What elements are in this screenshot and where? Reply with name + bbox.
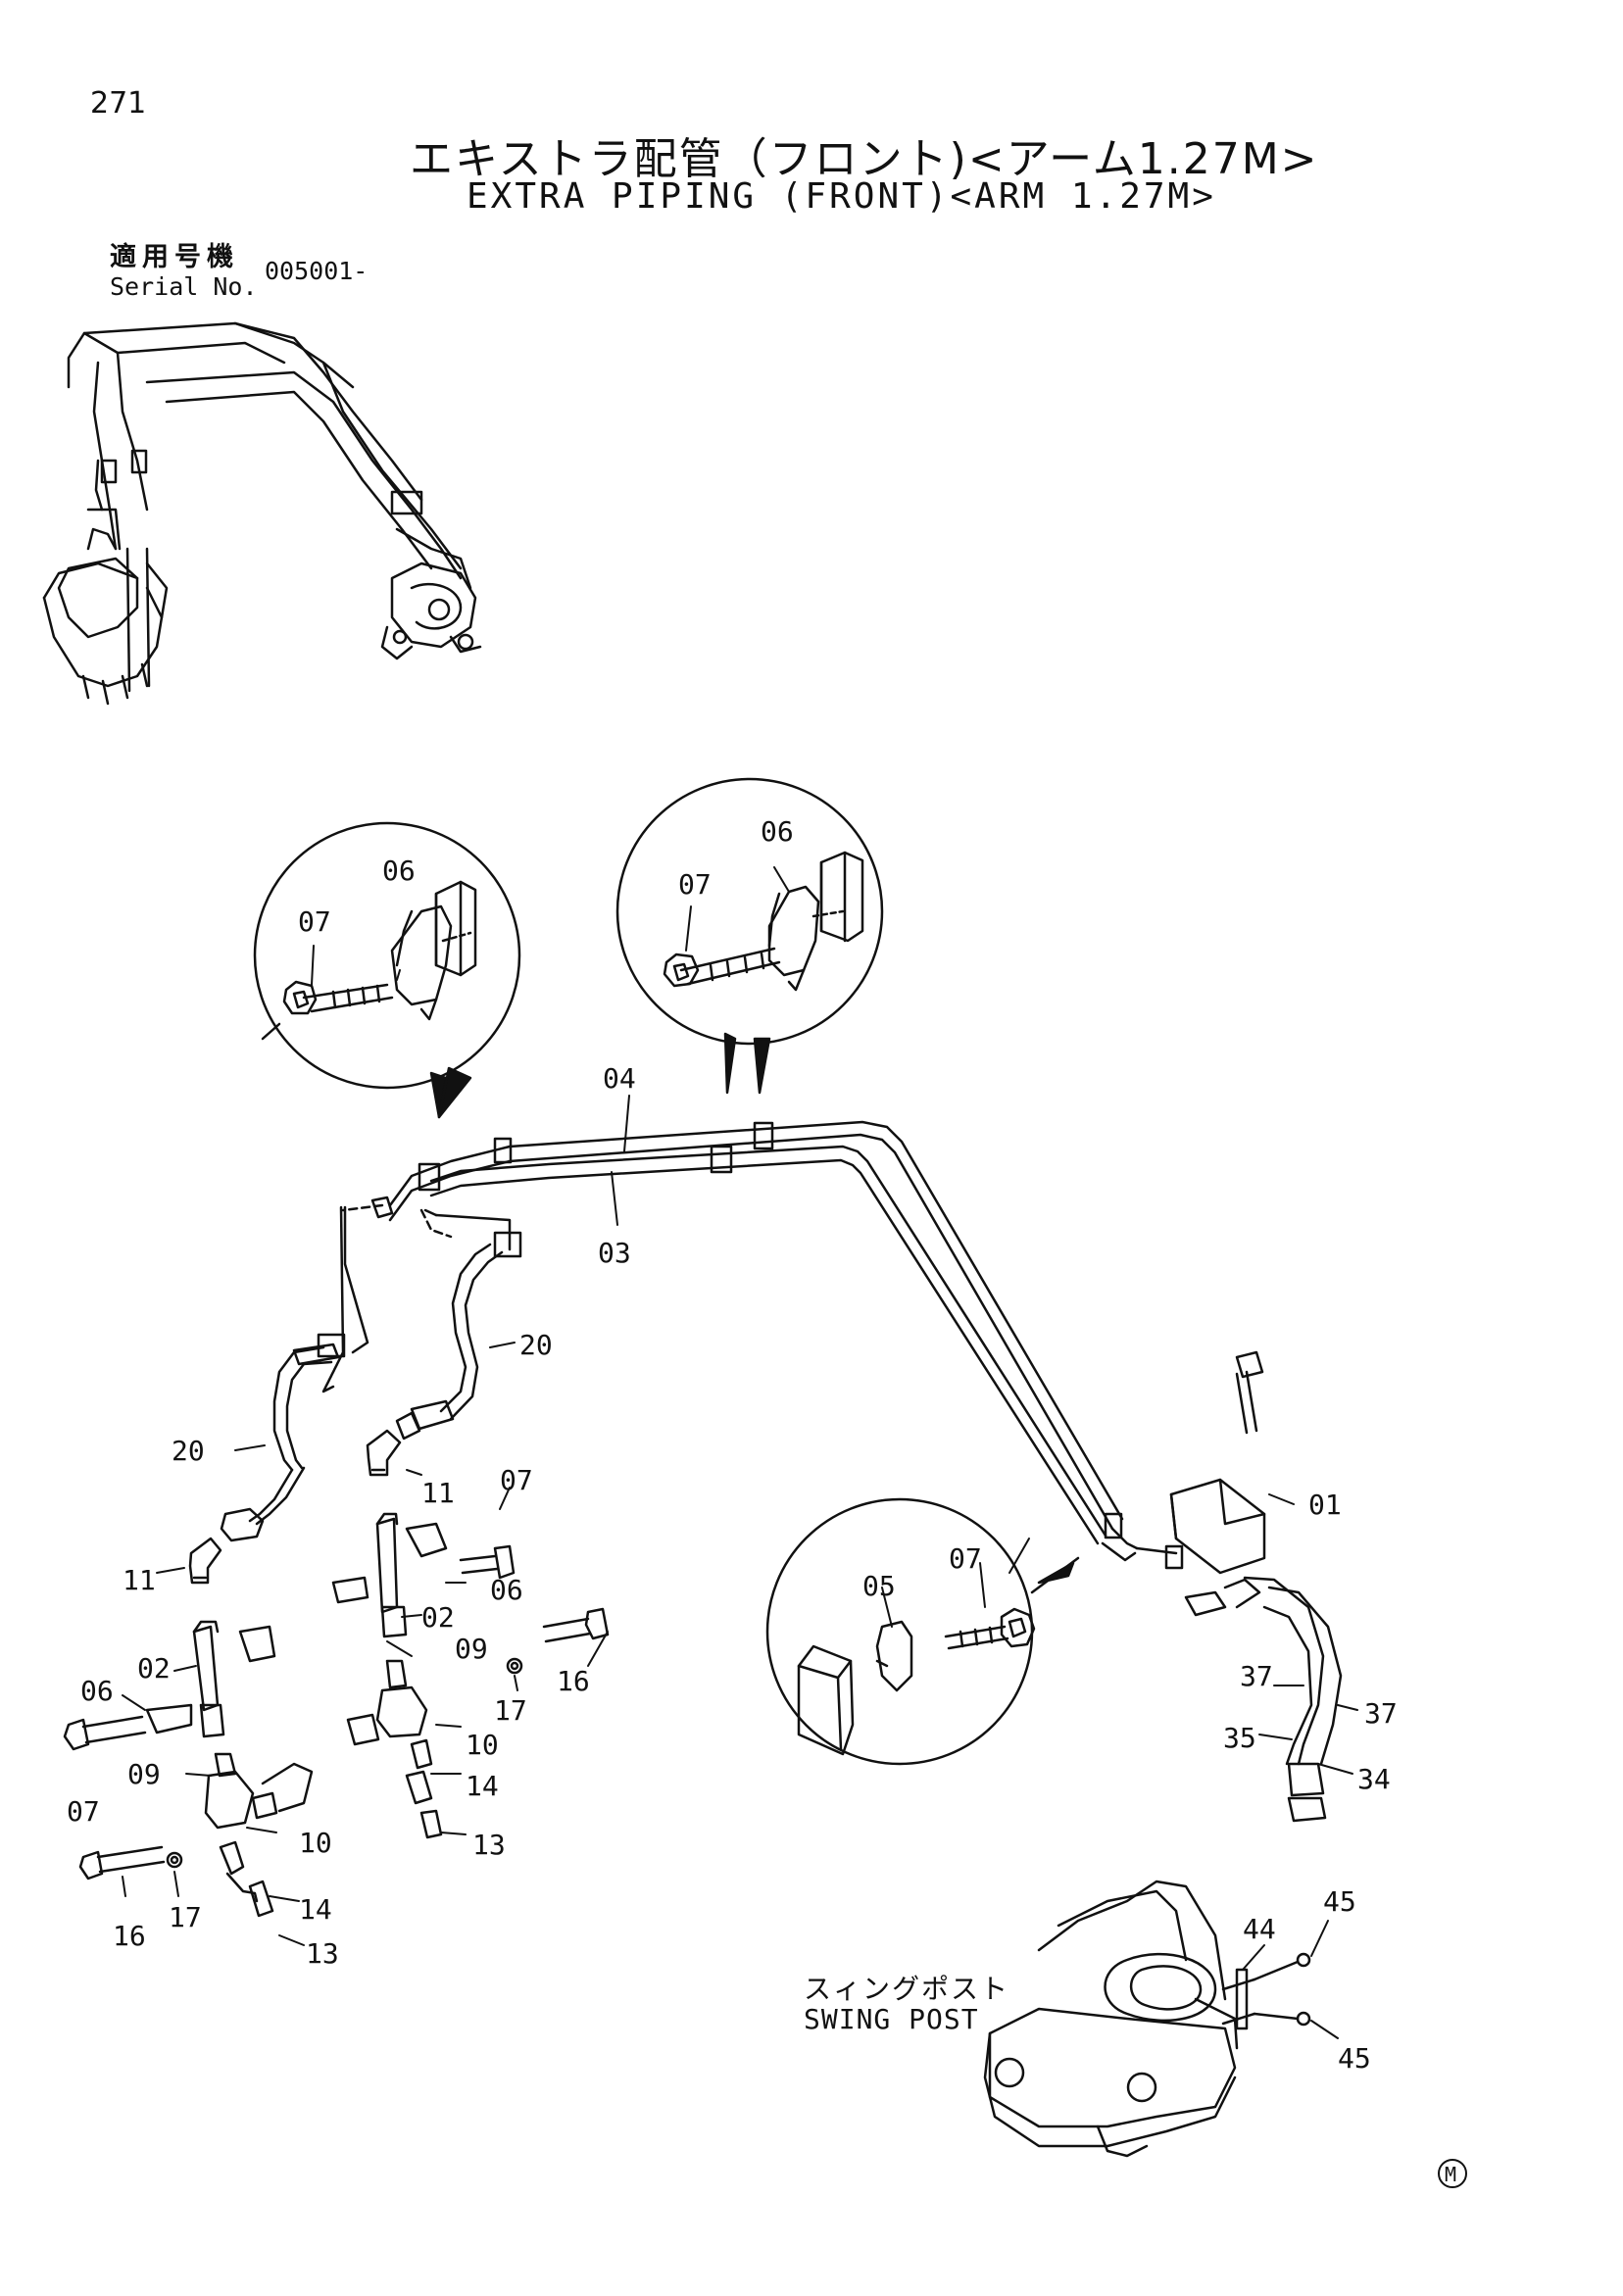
main-pipe-assembly	[321, 1120, 1184, 1570]
callout-07-left: 07	[67, 1795, 100, 1828]
callout-11-right: 11	[421, 1477, 455, 1509]
callout-16-left: 16	[113, 1920, 146, 1952]
callout-35: 35	[1223, 1722, 1256, 1754]
clamp-detail-circle-top	[615, 777, 884, 1046]
callout-13-left: 13	[306, 1937, 339, 1970]
callout-07-right: 07	[500, 1464, 533, 1496]
callout-07-circle-top: 07	[678, 868, 712, 901]
callout-37-left: 37	[1240, 1660, 1273, 1692]
callout-44: 44	[1243, 1913, 1276, 1945]
callout-17-right: 17	[494, 1694, 527, 1727]
hose-right	[395, 1231, 522, 1441]
callout-06-circle-top: 06	[761, 815, 794, 848]
page-number: 271	[90, 86, 147, 121]
callout-06-circle-left: 06	[382, 855, 416, 887]
callout-20-left: 20	[172, 1435, 205, 1467]
clamp-detail-circle-bottom	[765, 1497, 1080, 1766]
hose-left	[220, 1333, 346, 1542]
callout-17-left: 17	[169, 1901, 202, 1933]
callout-11-left: 11	[123, 1564, 156, 1596]
bracket-and-hose-assembly	[1169, 1350, 1343, 1823]
page-title-english: EXTRA PIPING (FRONT)<ARM 1.27M>	[467, 176, 1216, 217]
callout-labels: 01 02 02 03 04 05 06 06 06 06 07 07 07 0…	[67, 815, 1398, 2075]
elbow-fittings	[188, 1429, 402, 1585]
callout-45-top: 45	[1323, 1885, 1356, 1918]
callout-09-left: 09	[127, 1758, 161, 1790]
callout-02-left: 02	[137, 1652, 171, 1685]
callout-05: 05	[862, 1570, 896, 1602]
callout-04: 04	[603, 1062, 636, 1095]
fitting-stack-right	[331, 1512, 610, 1839]
callout-20-right: 20	[519, 1329, 553, 1361]
manufacturer-mark: M	[1438, 2159, 1467, 2188]
serial-number-value: 005001-	[265, 257, 369, 285]
fitting-stack-left	[63, 1620, 314, 1918]
callout-02-right: 02	[421, 1601, 455, 1634]
callout-37-right: 37	[1364, 1697, 1398, 1730]
callout-09-right: 09	[455, 1633, 488, 1665]
callout-leaders	[122, 866, 1358, 2039]
manufacturer-mark-letter: M	[1445, 2163, 1456, 2186]
pointer-wedges	[429, 1032, 1075, 1585]
excavator-overview-illustration	[42, 321, 482, 706]
callout-06-right: 06	[490, 1574, 523, 1606]
swing-post-label-english: SWING POST	[804, 2003, 979, 2035]
callout-01: 01	[1308, 1489, 1342, 1521]
callout-14-right: 14	[466, 1770, 499, 1802]
swing-post-illustration	[983, 1880, 1311, 2158]
callout-10-left: 10	[299, 1827, 332, 1859]
swing-post-label-japanese: スィングポスト	[804, 1973, 1010, 2005]
callout-14-left: 14	[299, 1893, 332, 1926]
callout-45-bottom: 45	[1338, 2042, 1371, 2075]
callout-06-left: 06	[80, 1675, 114, 1707]
serial-label-english: Serial No.	[110, 272, 258, 301]
serial-label-japanese: 適用号機	[110, 242, 239, 272]
callout-10-right: 10	[466, 1729, 499, 1761]
callout-13-right: 13	[472, 1829, 506, 1861]
callout-03: 03	[598, 1237, 631, 1269]
callout-07-circle-bottom: 07	[949, 1542, 982, 1575]
callout-07-circle-left: 07	[298, 905, 331, 938]
clamp-detail-circle-left	[253, 821, 521, 1090]
callout-34: 34	[1357, 1763, 1391, 1795]
page-title-japanese: エキストラ配管（フロント)<アーム1.27M>	[410, 134, 1319, 184]
callout-16-right: 16	[557, 1665, 590, 1697]
